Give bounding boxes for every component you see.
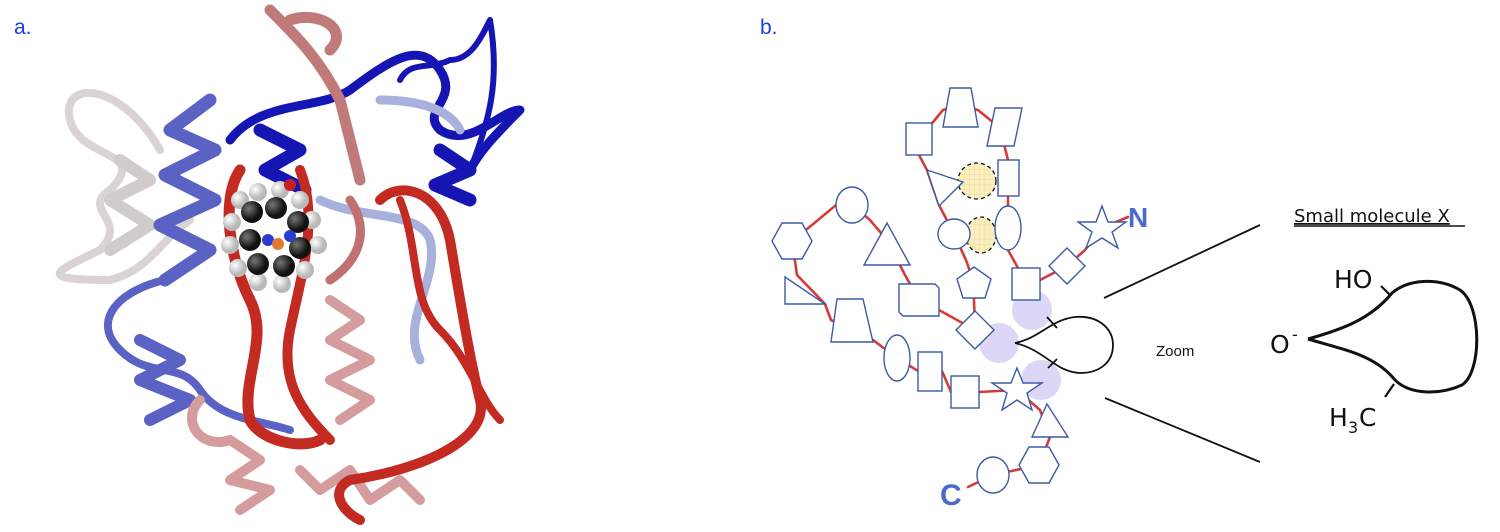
- small-molecule-in-site: [1014, 316, 1114, 374]
- heme-cofactor-spheres: [221, 179, 327, 293]
- oxide-group-label: O: [1270, 330, 1290, 359]
- methyl-c: C: [1359, 403, 1376, 432]
- hydroxyl-group-label: HO: [1334, 265, 1372, 294]
- protein-ribbon-structure: [55, 4, 525, 525]
- oxide-charge: -: [1292, 325, 1298, 344]
- panel-b-label: b.: [760, 16, 778, 39]
- c-terminus-label: C: [940, 479, 962, 512]
- small-molecule-x-structure: [1307, 279, 1479, 398]
- n-terminus-label: N: [1128, 202, 1148, 233]
- amino-acid-residues: [771, 87, 1129, 494]
- zoom-callout-lines: [1103, 224, 1261, 463]
- methyl-subscript: 3: [1348, 418, 1358, 437]
- zoom-label: Zoom: [1156, 343, 1194, 360]
- molecule-title: Small molecule X: [1294, 206, 1450, 227]
- peptide-backbone: [790, 103, 1130, 489]
- methyl-h: H: [1329, 403, 1348, 432]
- modified-residue-1: [957, 162, 997, 200]
- panel-a-label: a.: [14, 16, 32, 39]
